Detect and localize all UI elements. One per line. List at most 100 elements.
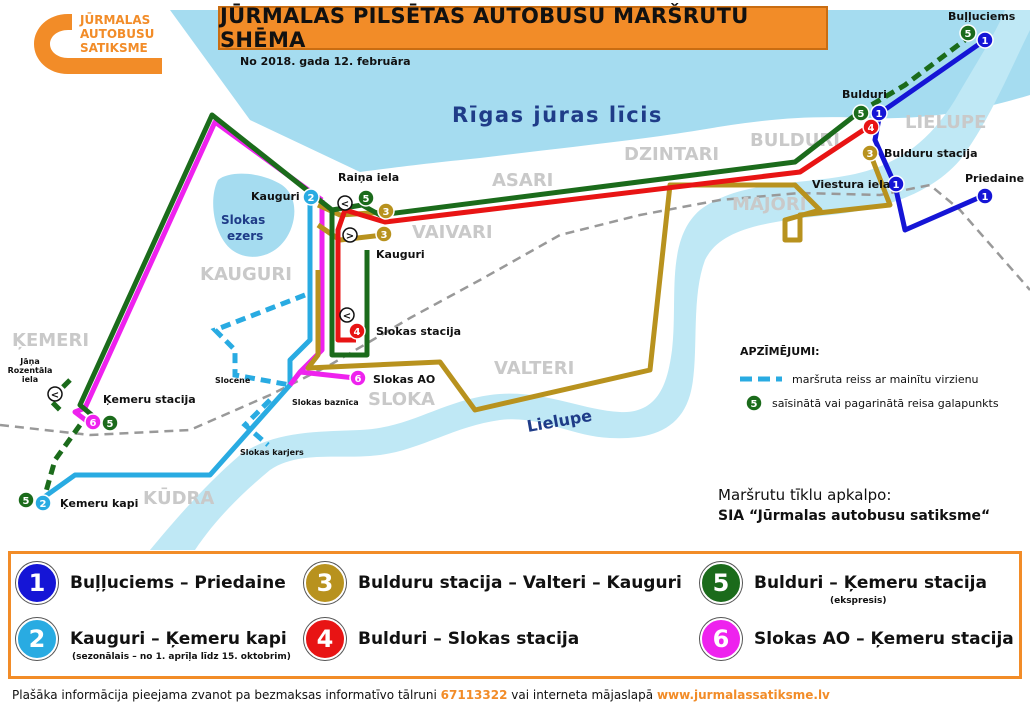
route-5-dashed bbox=[42, 38, 967, 496]
route-3-line bbox=[305, 152, 893, 413]
stop-label-kemeru-stacija: Ķemeru stacija bbox=[103, 393, 196, 406]
routes-legend-box bbox=[8, 551, 1022, 679]
stop-label-slokas-stacija: Slokas stacija bbox=[376, 325, 461, 338]
stop-label-bulduru-stacija: Bulduru stacija bbox=[884, 147, 978, 160]
route-2-badge: 2 bbox=[16, 618, 58, 660]
stop-label-viestura-iela: Viestura iela bbox=[812, 178, 890, 191]
svg-text:4: 4 bbox=[868, 123, 875, 134]
lake-label-2: ezers bbox=[227, 229, 263, 243]
district-asari: ASARI bbox=[492, 170, 553, 191]
stop-marker-bullciems-1: 1 bbox=[976, 31, 994, 49]
route-3-label: Bulduru stacija – Valteri – Kauguri bbox=[358, 573, 682, 593]
slokas-lake bbox=[213, 173, 295, 257]
footer-url-link[interactable]: www.jurmalassatiksme.lv bbox=[656, 688, 830, 702]
svg-text:6: 6 bbox=[90, 418, 97, 429]
svg-text:1: 1 bbox=[982, 36, 989, 47]
stop-marker-slokas-ao-6: 6 bbox=[349, 369, 367, 387]
stop-label-bullciems: Buļļuciems bbox=[948, 10, 1016, 23]
svg-text:<: < bbox=[343, 311, 351, 322]
district-majori: MAJORI bbox=[732, 194, 806, 215]
stop-marker-slokas-stacija-dir: < bbox=[339, 307, 355, 323]
route-item-2[interactable]: 2 Kauguri – Ķemeru kapi (sezonālais – no… bbox=[16, 618, 291, 662]
stop-label-rozentala-1: Jāņa bbox=[19, 357, 39, 366]
svg-text:5: 5 bbox=[965, 29, 972, 40]
route-item-5[interactable]: 5 Bulduri – Ķemeru stacija (ekspresis) bbox=[700, 562, 987, 606]
svg-text:4: 4 bbox=[354, 327, 361, 338]
stop-marker-kauguri-dir: > bbox=[342, 227, 358, 243]
route-5-badge: 5 bbox=[700, 562, 742, 604]
svg-text:1: 1 bbox=[893, 180, 900, 191]
svg-text:3: 3 bbox=[867, 149, 874, 160]
svg-text:3: 3 bbox=[381, 230, 388, 241]
route-item-4[interactable]: 4 Bulduri – Slokas stacija bbox=[304, 618, 579, 660]
stop-marker-viestura-1: 1 bbox=[887, 175, 905, 193]
route-map: ĶEMERI KAUGURI ASARI VAIVARI DZINTARI BU… bbox=[0, 10, 1030, 550]
logo: JŪRMALAS AUTOBUSU SATIKSME bbox=[28, 8, 168, 80]
stop-label-kemeru-kapi: Ķemeru kapi bbox=[60, 497, 138, 510]
route-2-label: Kauguri – Ķemeru kapi bbox=[70, 629, 287, 649]
route-5-label: Bulduri – Ķemeru stacija bbox=[754, 573, 987, 593]
stop-marker-kemeru-kapi-5: 5 bbox=[17, 491, 35, 509]
svg-text:SATIKSME: SATIKSME bbox=[80, 41, 148, 55]
svg-text:5: 5 bbox=[363, 194, 370, 205]
stop-label-priedaine: Priedaine bbox=[965, 172, 1024, 185]
stop-marker-bulduru-stacija-3: 3 bbox=[861, 144, 879, 162]
district-vaivari: VAIVARI bbox=[412, 222, 493, 243]
svg-text:AUTOBUSU: AUTOBUSU bbox=[80, 27, 154, 41]
page-title: JŪRMALAS PILSĒTAS AUTOBUSU MARŠRUTU SHĒM… bbox=[220, 4, 749, 52]
svg-text:5: 5 bbox=[858, 109, 865, 120]
lake-label-1: Slokas bbox=[221, 213, 265, 227]
gulf-water bbox=[170, 10, 1030, 172]
route-6-label: Slokas AO – Ķemeru stacija bbox=[754, 629, 1014, 649]
stop-marker-bulduri-1: 1 bbox=[870, 104, 888, 122]
svg-text:5: 5 bbox=[23, 496, 30, 507]
railway-line bbox=[0, 183, 1030, 437]
stop-label-slokas-baznica: Slokas baznīca bbox=[292, 398, 359, 407]
legend-title: APZĪMĒJUMI: bbox=[740, 345, 820, 358]
stop-marker-raina-dir: < bbox=[337, 195, 353, 211]
stop-label-rozentala-3: iela bbox=[22, 375, 38, 384]
svg-text:<: < bbox=[341, 199, 349, 210]
route-item-3[interactable]: 3 Bulduru stacija – Valteri – Kauguri bbox=[304, 562, 682, 604]
logo-mark: JŪRMALAS AUTOBUSU SATIKSME bbox=[34, 12, 162, 74]
route-5-note: (ekspresis) bbox=[830, 596, 887, 606]
stop-marker-bulduri-4: 4 bbox=[862, 118, 880, 136]
legend-terminal-label: saīsinātā vai pagarinātā reisa galapunkt… bbox=[772, 397, 999, 410]
footer-phone[interactable]: 67113322 bbox=[440, 688, 508, 702]
stop-marker-bulduri-5: 5 bbox=[852, 104, 870, 122]
svg-text:3: 3 bbox=[383, 207, 390, 218]
stop-marker-kemeru-stacija-5: 5 bbox=[101, 414, 119, 432]
stop-label-kauguri-left: Kauguri bbox=[251, 190, 300, 203]
district-kemeri: ĶEMERI bbox=[12, 330, 89, 351]
stop-label-kauguri: Kauguri bbox=[376, 248, 425, 261]
route-1-badge: 1 bbox=[16, 562, 58, 604]
legend-dashed-label: maršruta reiss ar mainītu virzienu bbox=[792, 373, 979, 386]
route-item-6[interactable]: 6 Slokas AO – Ķemeru stacija bbox=[700, 618, 1014, 660]
svg-text:>: > bbox=[346, 231, 354, 242]
stop-label-slokas-ao: Slokas AO bbox=[373, 373, 435, 386]
svg-text:<: < bbox=[51, 390, 59, 401]
stop-label-slocene: Slocene bbox=[215, 376, 251, 385]
footer-text: Plašāka informācija pieejama zvanot pa b… bbox=[12, 688, 437, 702]
route-item-1[interactable]: 1 Buļļuciems – Priedaine bbox=[16, 562, 286, 604]
stop-label-slokas-karjers: Slokas karjers bbox=[240, 448, 304, 457]
district-sloka: SLOKA bbox=[368, 389, 435, 410]
svg-text:1: 1 bbox=[876, 109, 883, 120]
gulf-label: Rīgas jūras līcis bbox=[452, 103, 663, 127]
stop-marker-kemeru-stacija-6: 6 bbox=[84, 413, 102, 431]
svg-text:6: 6 bbox=[355, 374, 362, 385]
svg-text:2: 2 bbox=[40, 499, 47, 510]
route-4-label: Bulduri – Slokas stacija bbox=[358, 629, 580, 649]
valid-from-date: No 2018. gada 12. februāra bbox=[240, 55, 411, 68]
footer-info: Plašāka informācija pieejama zvanot pa b… bbox=[12, 688, 830, 702]
stop-marker-raina-5: 5 bbox=[357, 189, 375, 207]
stop-marker-kauguri-2: 2 bbox=[302, 188, 320, 206]
stop-label-raina-iela: Raiņa iela bbox=[338, 171, 399, 184]
operator-intro: Maršrutu tīklu apkalpo: bbox=[718, 486, 892, 504]
operator-name: SIA “Jūrmalas autobusu satiksme“ bbox=[718, 508, 991, 524]
route-2-note: (sezonālais – no 1. aprīļa līdz 15. okto… bbox=[72, 652, 291, 662]
page-title-box: JŪRMALAS PILSĒTAS AUTOBUSU MARŠRUTU SHĒM… bbox=[218, 4, 828, 52]
stop-marker-kemeru-kapi-2: 2 bbox=[34, 494, 52, 512]
stop-marker-raina-3: 3 bbox=[377, 202, 395, 220]
legend-terminal-sample bbox=[745, 394, 763, 412]
